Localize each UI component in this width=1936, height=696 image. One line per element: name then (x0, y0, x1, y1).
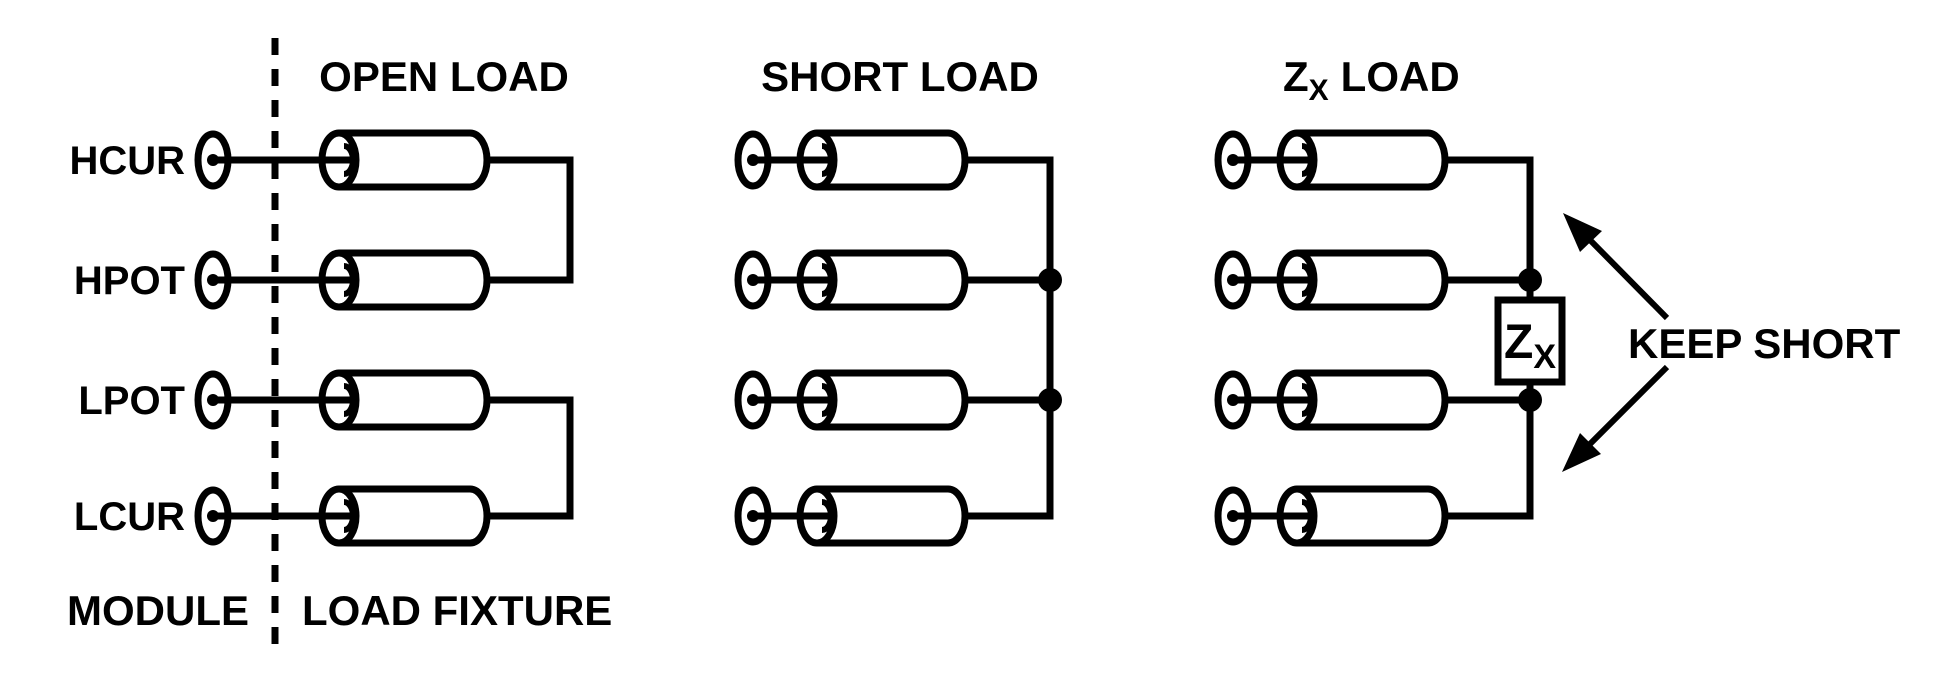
module-terminal-labels: HCUR HPOT LPOT LCUR (69, 139, 185, 539)
short-load-title: SHORT LOAD (761, 53, 1039, 100)
keep-short-label: KEEP SHORT (1628, 320, 1901, 367)
zx-box-label: ZX (1504, 316, 1556, 376)
junction-dot-icon (1038, 268, 1062, 292)
zx-impedance-box: ZX (1494, 296, 1566, 386)
terminal-label-hpot: HPOT (74, 259, 185, 303)
zx-load-diagram: ZX (1218, 133, 1566, 543)
lpot-lcur-jumper (485, 396, 574, 520)
zx-load-wires (1233, 156, 1542, 520)
keep-short-annotation: KEEP SHORT (1562, 213, 1901, 472)
open-load-wires (213, 156, 574, 520)
arrowhead-icon (1563, 213, 1602, 252)
hcur-hpot-jumper (485, 156, 574, 284)
load-fixture-region-label: LOAD FIXTURE (302, 587, 612, 634)
short-load-wires (753, 156, 1062, 520)
terminal-label-hcur: HCUR (69, 139, 185, 183)
module-region-label: MODULE (67, 587, 249, 634)
junction-dot-icon (1518, 268, 1542, 292)
terminal-label-lpot: LPOT (78, 379, 185, 423)
keep-short-lower-arrow-shaft (1587, 364, 1670, 447)
open-load-diagram (198, 133, 574, 543)
short-load-diagram (738, 133, 1062, 543)
junction-dot-icon (1518, 388, 1542, 412)
short-bus-wire (963, 156, 1054, 520)
junction-dot-icon (1038, 388, 1062, 412)
arrowhead-icon (1562, 433, 1601, 472)
keep-short-upper-arrow-shaft (1588, 238, 1670, 321)
open-load-title: OPEN LOAD (319, 53, 569, 100)
terminal-label-lcur: LCUR (74, 495, 185, 539)
